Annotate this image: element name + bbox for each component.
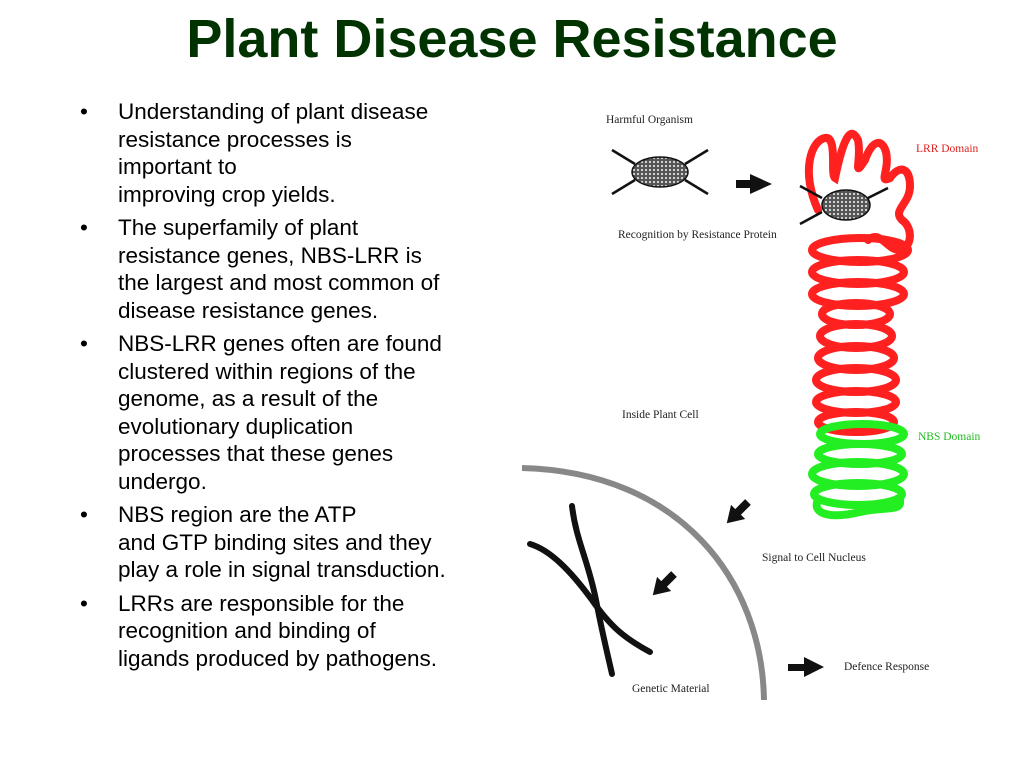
resistance-diagram: Harmful Organism LRR Domain Recognition …: [521, 114, 981, 700]
bullet-line: ligands produced by pathogens.: [118, 645, 437, 671]
arrow-right-icon: [788, 657, 824, 677]
bullet-line: play a role in signal transduction.: [118, 557, 446, 582]
bullet-dot: •: [80, 590, 88, 616]
arrow-right-icon: [736, 174, 772, 194]
bullet-list: • Understanding of plant disease resista…: [78, 98, 496, 678]
bullet-line: The superfamily of plant: [118, 215, 359, 240]
label-defence: Defence Response: [844, 661, 929, 673]
bullet-line: improving crop yields.: [118, 181, 336, 207]
slide-title: Plant Disease Resistance: [186, 9, 838, 69]
label-nbs-domain: NBS Domain: [918, 431, 981, 443]
organism-icon: [611, 148, 709, 196]
label-recognition: Recognition by Resistance Protein: [618, 229, 777, 241]
lrr-coil: [804, 129, 915, 436]
bullet-line: genome, as a result of the: [118, 386, 379, 411]
bullet-dot: •: [80, 215, 88, 240]
bullet-item: • LRRs are responsible for the recogniti…: [78, 590, 496, 673]
bullet-line: resistance genes, NBS-LRR is: [118, 242, 422, 268]
arrow-down-left-icon: [726, 499, 751, 524]
bullet-dot: •: [80, 99, 88, 124]
chromosome-icon: [527, 503, 653, 677]
bullet-line: clustered within regions of the: [118, 358, 416, 384]
label-signal: Signal to Cell Nucleus: [762, 552, 866, 564]
bullet-line: NBS-LRR genes often are found: [118, 331, 442, 356]
bullet-line: evolutionary duplication: [118, 413, 354, 439]
bullet-line: LRRs are responsible for the: [118, 590, 405, 616]
bullet-line: the largest and most common of: [118, 270, 440, 295]
bullet-line: NBS region are the ATP: [118, 502, 357, 527]
bullet-item: • NBS region are the ATP and GTP binding…: [78, 501, 496, 584]
arrow-down-left-icon: [652, 571, 677, 596]
label-lrr-domain: LRR Domain: [916, 143, 979, 155]
bullet-dot: •: [80, 502, 88, 527]
bullet-line: undergo.: [118, 468, 207, 494]
bullet-dot: •: [80, 331, 88, 356]
bullet-line: resistance processes is: [118, 126, 352, 152]
organism-icon: [799, 184, 889, 226]
bullet-line: processes that these genes: [118, 441, 394, 466]
label-inside-cell: Inside Plant Cell: [622, 409, 699, 421]
nuclear-membrane: [521, 465, 767, 700]
bullet-line: and GTP binding sites and they: [118, 529, 432, 555]
bullet-line: important to: [118, 154, 237, 179]
label-genetic-material: Genetic Material: [632, 683, 710, 695]
label-harmful-organism: Harmful Organism: [606, 114, 693, 126]
bullet-line: disease resistance genes.: [118, 297, 379, 323]
bullet-item: • Understanding of plant disease resista…: [78, 98, 496, 208]
bullet-item: • NBS-LRR genes often are found clustere…: [78, 330, 496, 495]
nbs-coil: [808, 420, 908, 520]
bullet-item: • The superfamily of plant resistance ge…: [78, 214, 496, 324]
bullet-line: recognition and binding of: [118, 618, 376, 643]
bullet-line: Understanding of plant disease: [118, 99, 429, 124]
